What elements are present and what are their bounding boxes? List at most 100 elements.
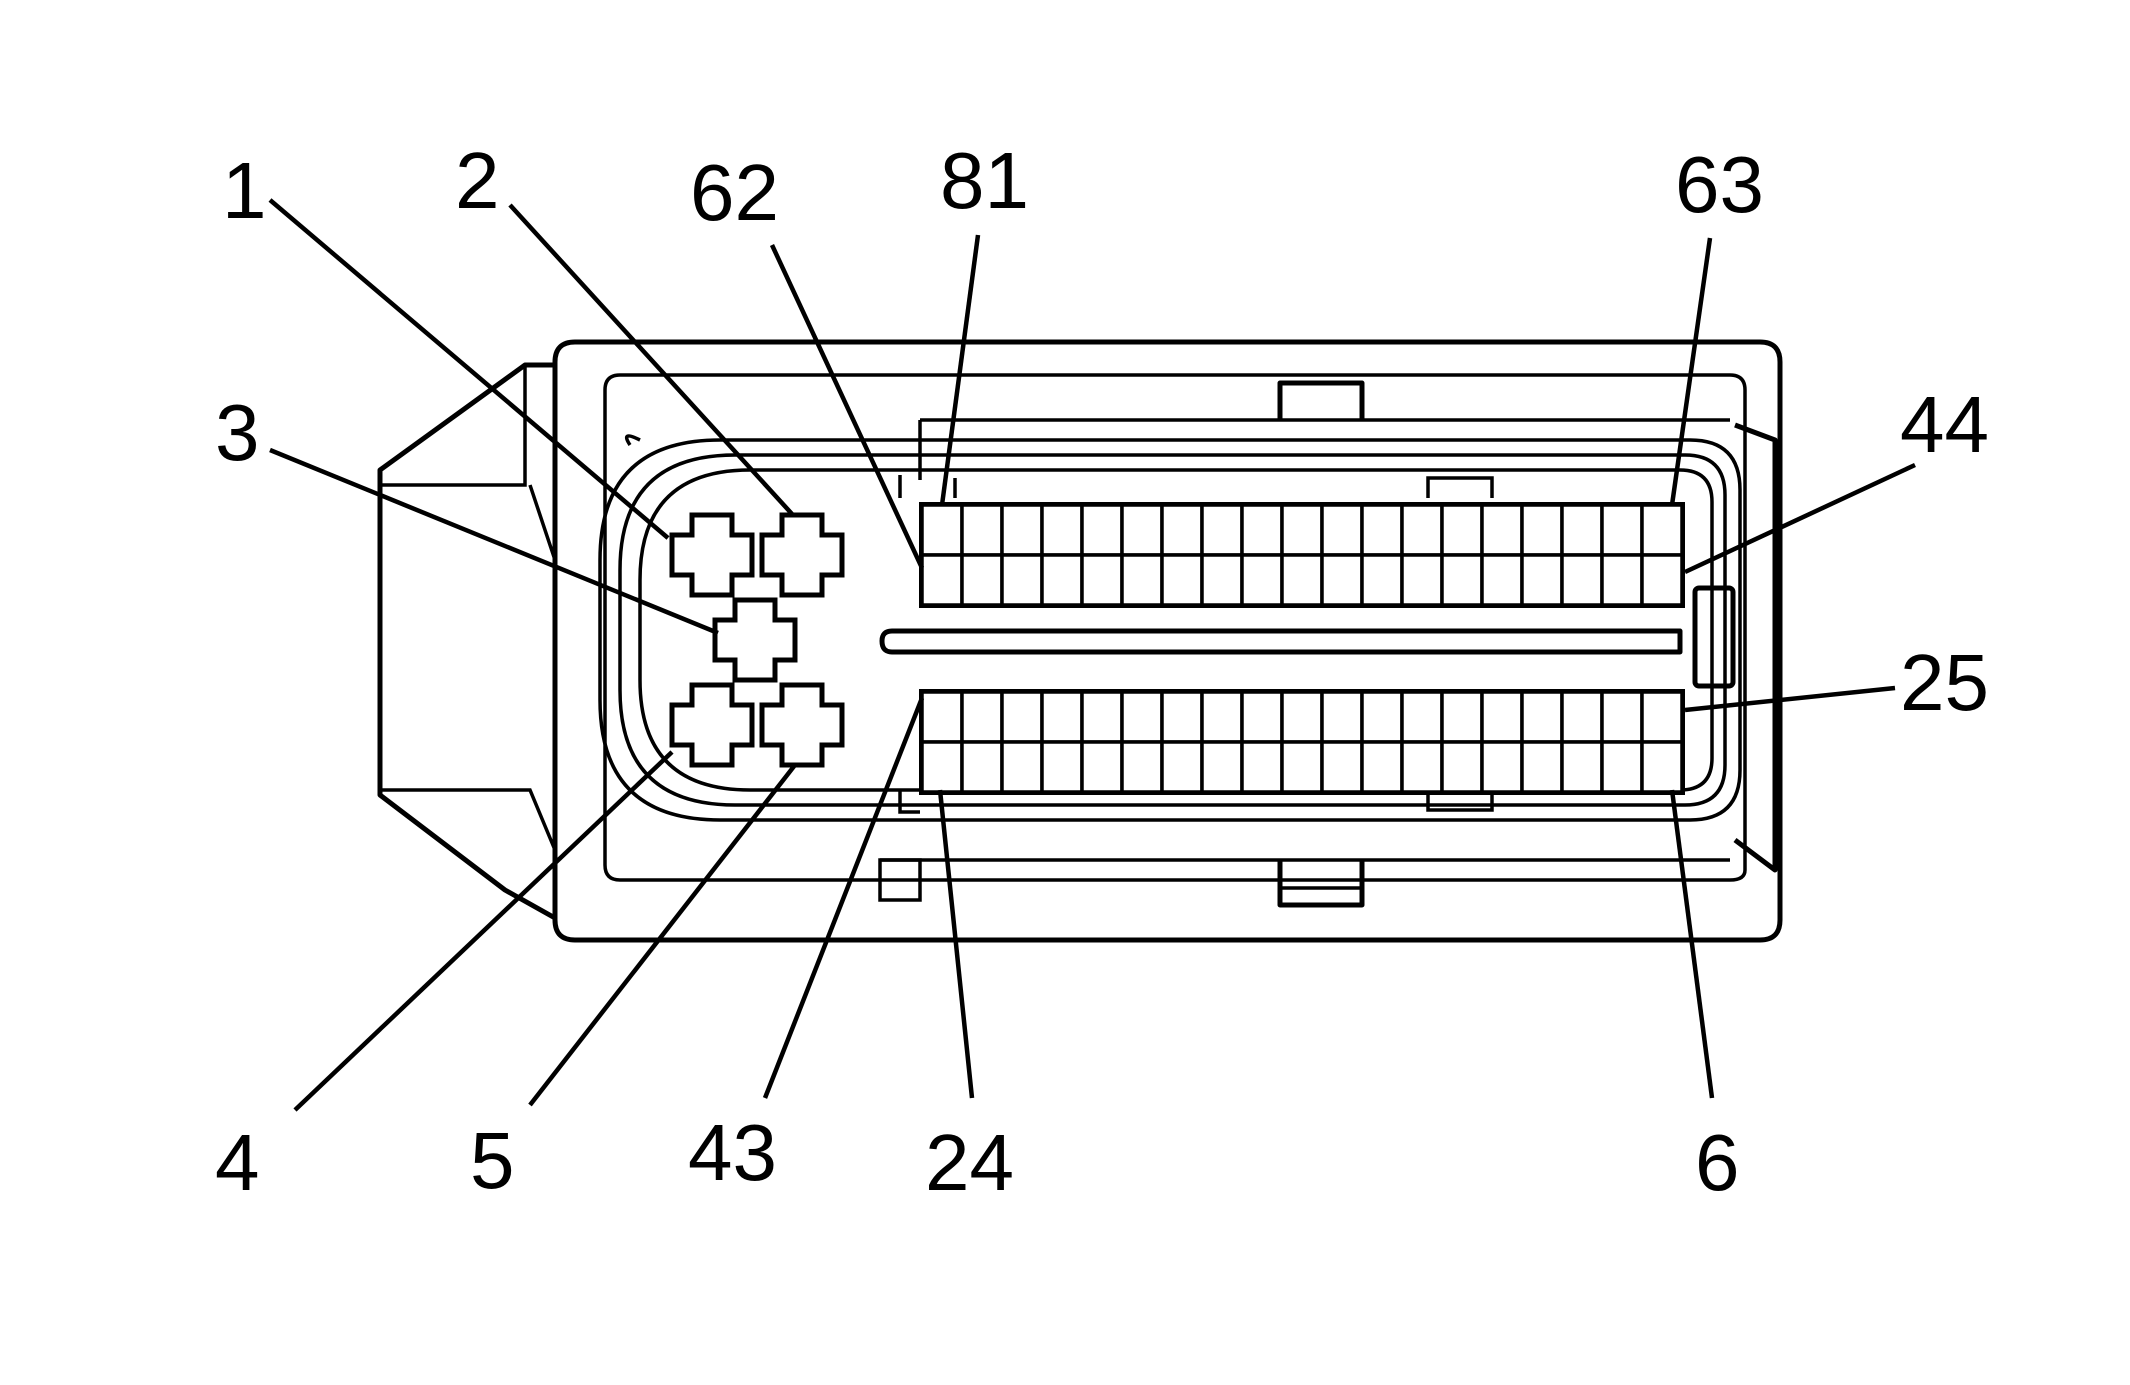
connector-body — [377, 339, 1783, 943]
pin-grid-top-cavity — [1240, 503, 1284, 557]
pin-grid-bottom-cavity — [1280, 690, 1324, 744]
pin-grid-bottom-cavity — [1640, 740, 1684, 794]
pin-label-81: 81 — [940, 136, 1029, 225]
pin-grid-bottom-cavity — [1120, 690, 1164, 744]
pin-grid-bottom-cavity — [1560, 690, 1604, 744]
leader-line-2 — [508, 203, 794, 516]
pin-grid-top-cavity — [1280, 553, 1324, 607]
pin-grid-top-cavity — [920, 553, 964, 607]
pin-label-4: 4 — [215, 1118, 260, 1207]
pin-label-3: 3 — [215, 388, 260, 477]
pin-grid-top-cavity — [1440, 503, 1484, 557]
pin-grid-bottom-cavity — [1560, 740, 1604, 794]
leader-line-24 — [937, 789, 975, 1099]
leader-line-6 — [1669, 789, 1715, 1099]
pin-grid-bottom-cavity — [920, 740, 964, 794]
pin-grid-top-cavity — [920, 503, 964, 557]
pin-grid-top-cavity — [960, 503, 1004, 557]
leader-line-25 — [1684, 685, 1896, 713]
leader-line-5 — [528, 763, 797, 1107]
pin-label-43: 43 — [688, 1108, 777, 1197]
pin-grid-top-cavity — [1520, 553, 1564, 607]
leader-lines — [268, 198, 1916, 1112]
leader-line-62 — [769, 244, 925, 569]
pin-grid-bottom-cavity — [1440, 690, 1484, 744]
pin-grid-bottom-cavity — [1080, 740, 1124, 794]
pin-blade-4 — [669, 682, 755, 768]
pin-grid-top-cavity — [1560, 503, 1604, 557]
pin-grid-top-cavity — [1000, 503, 1044, 557]
pin-grid-bottom-cavity — [1160, 690, 1204, 744]
leader-line-81 — [939, 234, 981, 506]
pin-grid-bottom-cavity — [1480, 690, 1524, 744]
pin-grid-top-cavity — [1120, 503, 1164, 557]
pin-grid-bottom-cavity — [1160, 740, 1204, 794]
pin-grid-bottom-cavity — [1640, 690, 1684, 744]
pin-blade-2 — [759, 512, 845, 598]
pin-label-44: 44 — [1900, 380, 1989, 469]
pin-grid-top-cavity — [1200, 503, 1244, 557]
pin-grid-top-cavity — [1080, 503, 1124, 557]
pin-grid-bottom-cavity — [1240, 690, 1284, 744]
pin-cavity-grid-top — [919, 502, 1685, 608]
pin-label-2: 2 — [455, 136, 500, 225]
pin-label-1: 1 — [222, 146, 267, 235]
pin-grid-bottom-cavity — [1320, 690, 1364, 744]
pin-grid-top-cavity — [1000, 553, 1044, 607]
pin-grid-top-cavity — [1400, 503, 1444, 557]
pin-label-5: 5 — [470, 1116, 515, 1205]
pin-grid-bottom-cavity — [1000, 690, 1044, 744]
pin-blade-3 — [712, 597, 798, 683]
pin-label-24: 24 — [925, 1118, 1014, 1207]
pin-grid-bottom-cavity — [1600, 690, 1644, 744]
pin-grid-bottom-cavity — [1040, 740, 1084, 794]
pin-grid-bottom-cavity — [1240, 740, 1284, 794]
leader-line-3 — [269, 447, 719, 636]
pin-grid-top-cavity — [1280, 503, 1324, 557]
pin-grid-top-cavity — [1600, 503, 1644, 557]
pin-grid-bottom-cavity — [1200, 690, 1244, 744]
pin-labels: 1 2 3 4 5 62 81 63 44 25 43 24 6 — [215, 136, 1989, 1207]
pin-grid-bottom-cavity — [1440, 740, 1484, 794]
pin-grid-bottom-cavity — [1400, 740, 1444, 794]
pin-label-62: 62 — [690, 148, 779, 237]
pin-grid-top-cavity — [1080, 553, 1124, 607]
leader-line-4 — [293, 750, 674, 1112]
pin-grid-top-cavity — [1200, 553, 1244, 607]
pin-grid-top-cavity — [1040, 503, 1084, 557]
pin-grid-bottom-cavity — [960, 690, 1004, 744]
pin-grid-top-cavity — [1360, 553, 1404, 607]
pin-grid-top-cavity — [1320, 553, 1364, 607]
leader-line-43 — [762, 697, 925, 1099]
pin-label-25: 25 — [1900, 638, 1989, 727]
pin-grid-top-cavity — [1640, 553, 1684, 607]
pin-grid-bottom-cavity — [1480, 740, 1524, 794]
pin-grid-top-cavity — [1400, 553, 1444, 607]
pin-grid-bottom-cavity — [1360, 740, 1404, 794]
leader-line-1 — [268, 198, 670, 540]
pin-grid-top-cavity — [1600, 553, 1644, 607]
pin-grid-bottom-cavity — [1400, 690, 1444, 744]
leader-line-44 — [1684, 462, 1916, 575]
pin-grid-bottom-cavity — [960, 740, 1004, 794]
pin-grid-top-cavity — [1480, 503, 1524, 557]
pin-grid-top-cavity — [1320, 503, 1364, 557]
pin-grid-bottom-cavity — [1280, 740, 1324, 794]
pin-grid-top-cavity — [1160, 553, 1204, 607]
pin-grid-top-cavity — [1120, 553, 1164, 607]
pin-grid-bottom-cavity — [1120, 740, 1164, 794]
pin-grid-top-cavity — [1160, 503, 1204, 557]
pin-cavity-grid-bottom — [919, 689, 1685, 795]
pin-grid-bottom-cavity — [1040, 690, 1084, 744]
leader-line-63 — [1669, 237, 1713, 506]
pin-grid-top-cavity — [1440, 553, 1484, 607]
pin-grid-bottom-cavity — [1520, 740, 1564, 794]
pin-grid-top-cavity — [1640, 503, 1684, 557]
pin-grid-top-cavity — [1560, 553, 1604, 607]
pin-grid-top-cavity — [1240, 553, 1284, 607]
pin-grid-top-cavity — [1040, 553, 1084, 607]
pin-label-63: 63 — [1675, 140, 1764, 229]
pin-blade-5 — [759, 682, 845, 768]
pin-grid-top-cavity — [960, 553, 1004, 607]
